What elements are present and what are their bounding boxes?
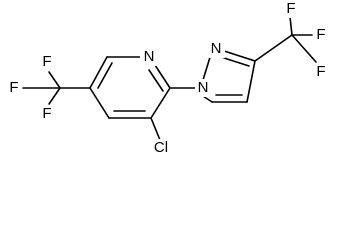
bond-n2-c3p	[220, 49, 256, 62]
atom-labels: N Cl N N F F F F F F	[6, 0, 329, 157]
bond-c3p-c4p	[246, 60, 256, 103]
bond-c2-c3	[150, 87, 171, 119]
bond-cf3-f-lower	[48, 87, 61, 105]
pyridine-ring	[89, 56, 171, 119]
bond-n2-c3p-double	[223, 57, 250, 67]
atom-label-f3: F	[42, 105, 51, 122]
bond-n1-c2	[152, 61, 171, 89]
atom-label-f5: F	[316, 26, 325, 43]
bond-c5-c6	[89, 56, 108, 89]
pyrazole-cf3	[254, 16, 317, 63]
atom-label-f1: F	[42, 53, 51, 70]
atom-label-f2: F	[9, 79, 18, 96]
atom-label-cl: Cl	[154, 139, 168, 156]
bond-c5-c6-double	[97, 62, 113, 89]
atom-label-n3: N	[198, 79, 209, 96]
bond-c3p-cf3	[254, 34, 293, 62]
bond-cf3-f-bottom	[291, 34, 317, 63]
atom-label-n2: N	[211, 40, 222, 57]
pyrazole-ring	[202, 49, 256, 103]
chemical-structure-diagram: N Cl N N F F F F F F	[6, 0, 329, 157]
atom-label-n1: N	[144, 48, 155, 65]
bond-n1-c2-double	[148, 69, 164, 92]
atom-label-f4: F	[286, 0, 295, 17]
bond-cf3-f-top	[289, 16, 293, 36]
bond-cf3-f-upper	[48, 71, 61, 89]
bond-n3-n2	[202, 53, 212, 81]
atom-label-f6: F	[316, 63, 325, 80]
substituent-bonds	[22, 71, 196, 141]
bond-c4-c5	[89, 87, 110, 119]
bond-c3-cl	[150, 117, 161, 141]
